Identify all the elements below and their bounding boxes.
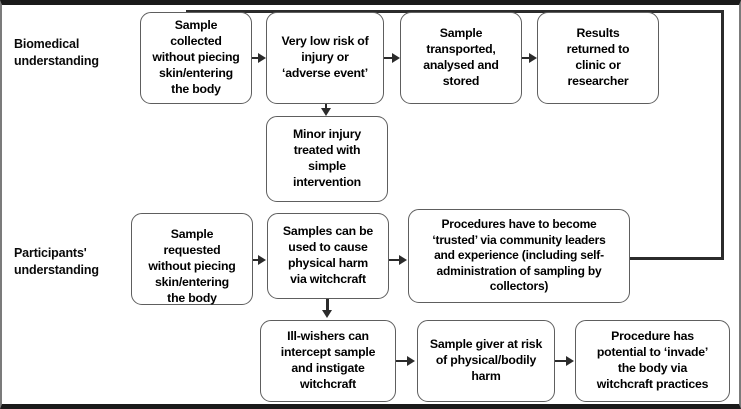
connector-ill-wishers-to-sample-giver-risk [396,360,408,363]
connector-very-low-risk-to-sample-transported [384,57,393,60]
arrowhead-sample-requested-to-samples-cause-harm [258,255,266,265]
node-sample-requested-label-emphasis: requested [163,243,221,258]
feedback-loop-segment-vertical-right [721,10,724,260]
node-sample-giver-risk-label: Sample giver at risk of physical/bodily … [429,337,543,383]
node-sample-giver-risk-label-emphasis: physical/bodily [450,353,537,367]
node-results-returned-label: Results returned to clinic or researcher [566,26,630,88]
arrowhead-sample-collected-to-very-low-risk [258,53,266,63]
connector-very-low-risk-to-minor-injury [325,104,328,110]
node-procedure-invade-label: Procedure has potential to ‘invade’ the … [596,329,709,391]
connector-samples-cause-harm-to-procedures-trusted [389,259,400,262]
node-sample-requested[interactable]: Sample requested without piecing skin/en… [131,213,253,305]
connector-sample-requested-to-samples-cause-harm [253,259,259,262]
connector-sample-giver-risk-to-procedure-invade [555,360,567,363]
node-sample-collected[interactable]: Sample collected without piecing skin/en… [140,12,252,104]
arrowhead-ill-wishers-to-sample-giver-risk [407,356,415,366]
arrowhead-sample-transported-to-results-returned [529,53,537,63]
node-very-low-risk-label: Very low risk of injury or ‘adverse even… [281,34,369,80]
node-sample-collected-label: Sample collected without piecing skin/en… [152,18,240,96]
arrowhead-sample-giver-risk-to-procedure-invade [566,356,574,366]
node-minor-injury-label: Minor injury treated with simple interve… [293,127,361,189]
connector-sample-transported-to-results-returned [522,57,530,60]
arrowhead-very-low-risk-to-sample-transported [392,53,400,63]
node-ill-wishers-label: Ill-wishers can intercept sample and ins… [280,329,376,391]
connector-sample-collected-to-very-low-risk [252,57,259,60]
row-label-biomedical-understanding: Biomedical understanding [14,37,99,69]
node-procedure-invade[interactable]: Procedure has potential to ‘invade’ the … [575,320,730,402]
node-very-low-risk[interactable]: Very low risk of injury or ‘adverse even… [266,12,384,104]
connector-samples-cause-harm-to-ill-wishers [326,299,329,311]
arrowhead-samples-cause-harm-to-ill-wishers [322,310,332,318]
node-results-returned[interactable]: Results returned to clinic or researcher [537,12,659,104]
node-procedures-trusted-label: Procedures have to become ‘trusted’ via … [432,217,606,294]
node-sample-giver-risk[interactable]: Sample giver at risk of physical/bodily … [417,320,555,402]
node-samples-cause-harm-label: Samples can be used to cause physical ha… [282,224,374,286]
feedback-loop-segment-horizontal-top [186,10,724,13]
node-ill-wishers[interactable]: Ill-wishers can intercept sample and ins… [260,320,396,402]
row-label-participants-understanding: Participants' understanding [14,246,99,278]
feedback-loop-segment-horizontal-lower [630,257,724,260]
node-sample-requested-label: Sample requested without piecing skin/en… [148,227,236,305]
node-samples-cause-harm[interactable]: Samples can be used to cause physical ha… [267,213,389,299]
node-minor-injury[interactable]: Minor injury treated with simple interve… [266,116,388,202]
node-sample-transported[interactable]: Sample transported, analysed and stored [400,12,522,104]
arrowhead-samples-cause-harm-to-procedures-trusted [399,255,407,265]
arrowhead-very-low-risk-to-minor-injury [321,108,331,116]
node-procedures-trusted[interactable]: Procedures have to become ‘trusted’ via … [408,209,630,303]
node-sample-transported-label: Sample transported, analysed and stored [423,26,499,88]
